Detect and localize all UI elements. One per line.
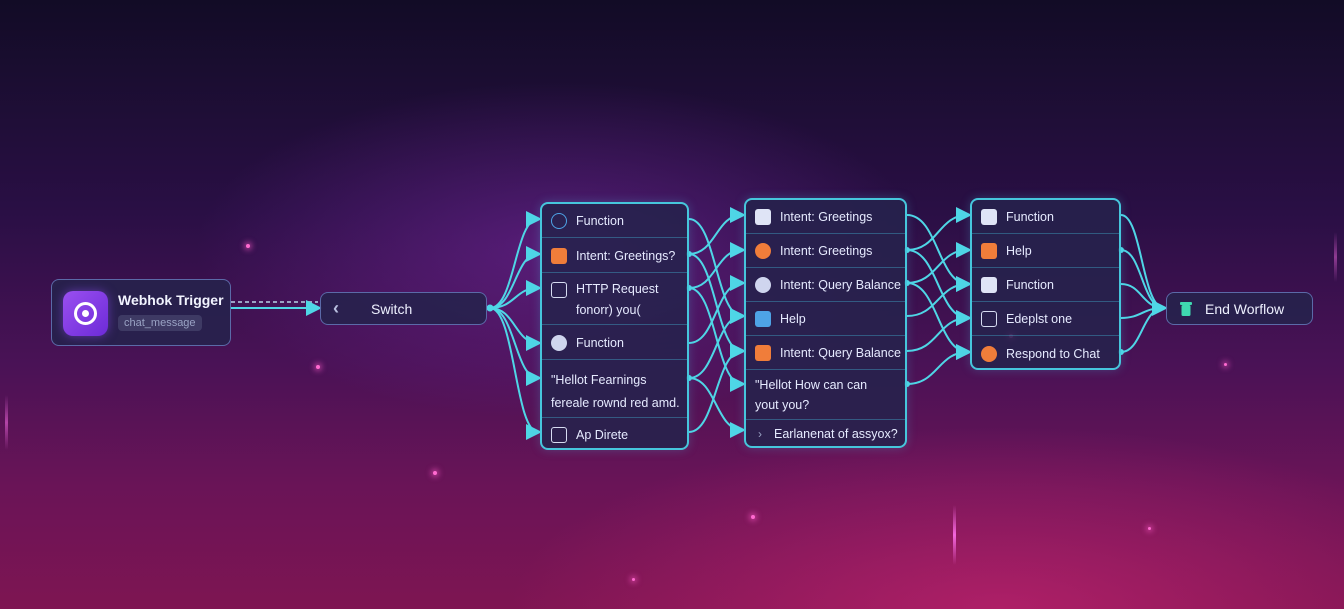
list-item-label: "Hellot Fearnings xyxy=(551,373,647,387)
mail-icon xyxy=(551,248,567,264)
edit-icon xyxy=(755,311,771,327)
list-item-label: Function xyxy=(576,336,624,350)
save-icon xyxy=(755,209,771,225)
list-item-sublabel: fonorr) you( xyxy=(576,303,641,317)
trash-icon xyxy=(1180,302,1192,316)
switch-label: Switch xyxy=(371,301,413,317)
list-item[interactable]: Ap Direte xyxy=(542,418,687,452)
sparkle xyxy=(1224,363,1227,366)
list-item-label: HTTP Request xyxy=(576,282,659,296)
gear-icon xyxy=(755,277,771,293)
list-item-sublabel: fereale rownd red amd. xyxy=(551,396,680,410)
sparkle xyxy=(433,471,437,475)
branch-column-2: Intent: Greetings Intent: Greetings Inte… xyxy=(744,198,907,448)
refresh-icon xyxy=(551,213,567,229)
globe-icon xyxy=(551,282,567,298)
list-item[interactable]: Intent: Query Balance xyxy=(746,268,905,302)
counter-icon xyxy=(551,427,567,443)
list-item-label: "Hellot How can can xyxy=(755,378,868,392)
list-item[interactable]: Function xyxy=(542,204,687,238)
list-item[interactable]: › Earlanenat of assyox? xyxy=(746,420,905,450)
list-item-label: Intent: Greetings xyxy=(780,210,873,224)
list-item-label: Intent: Greetings xyxy=(780,244,873,258)
help-icon xyxy=(981,243,997,259)
list-item-label: Function xyxy=(576,214,624,228)
list-item-label: Help xyxy=(1006,244,1032,258)
light-streak xyxy=(953,505,956,565)
switch-node[interactable]: ‹ Switch xyxy=(320,292,487,325)
end-workflow-node[interactable]: End Worflow xyxy=(1166,292,1313,325)
list-item[interactable]: "Hellot Fearnings fereale rownd red amd. xyxy=(542,360,687,418)
list-item[interactable]: Help xyxy=(746,302,905,336)
gear-icon xyxy=(551,335,567,351)
list-item-label: Intent: Query Balance xyxy=(780,346,901,360)
chevron-right-icon: › xyxy=(758,427,762,441)
trigger-event-tag: chat_message xyxy=(118,315,202,331)
sparkle xyxy=(632,578,635,581)
list-item-label: Intent: Greetings? xyxy=(576,249,676,263)
list-item[interactable]: Intent: Greetings xyxy=(746,234,905,268)
list-item-label: Function xyxy=(1006,278,1054,292)
branch-column-1: Function Intent: Greetings? HTTP Request… xyxy=(540,202,689,450)
list-item[interactable]: Respond to Chat xyxy=(972,336,1119,372)
list-item[interactable]: Intent: Greetings xyxy=(746,200,905,234)
list-item-sublabel: yout you? xyxy=(755,398,810,412)
webhook-trigger-node[interactable]: Webhok Trigger chat_message xyxy=(51,279,231,346)
chevron-left-icon: ‹ xyxy=(333,298,339,318)
list-item-label: Ap Direte xyxy=(576,428,629,442)
end-label: End Worflow xyxy=(1205,301,1285,317)
branch-column-3: Function Help Function Edeplst one Respo… xyxy=(970,198,1121,370)
list-item-label: Edeplst one xyxy=(1006,312,1073,326)
list-item[interactable]: "Hellot How can can yout you? xyxy=(746,370,905,420)
list-item[interactable]: Function xyxy=(972,200,1119,234)
sparkle xyxy=(316,365,320,369)
monitor-icon xyxy=(981,277,997,293)
trigger-title: Webhok Trigger xyxy=(118,292,224,308)
list-item[interactable]: Edeplst one xyxy=(972,302,1119,336)
light-streak xyxy=(5,395,8,450)
settings-icon xyxy=(755,345,771,361)
list-item-label: Respond to Chat xyxy=(1006,347,1100,361)
sparkle xyxy=(751,515,755,519)
list-item-label: Intent: Query Balance xyxy=(780,278,901,292)
info-icon xyxy=(981,209,997,225)
sparkle xyxy=(1148,527,1151,530)
light-streak xyxy=(1334,232,1337,282)
gear-icon xyxy=(981,346,997,362)
list-item[interactable]: Intent: Query Balance xyxy=(746,336,905,370)
list-item-label: Help xyxy=(780,312,806,326)
sparkle xyxy=(246,244,250,248)
document-icon xyxy=(981,311,997,327)
list-item-label: Function xyxy=(1006,210,1054,224)
list-item[interactable]: HTTP Request fonorr) you( xyxy=(542,273,687,325)
list-item[interactable]: Help xyxy=(972,234,1119,268)
gear-icon xyxy=(755,243,771,259)
list-item[interactable]: Function xyxy=(972,268,1119,302)
chat-bubble-icon xyxy=(63,291,108,336)
list-item-label: Earlanenat of assyox? xyxy=(774,427,898,441)
list-item[interactable]: Intent: Greetings? xyxy=(542,238,687,273)
list-item[interactable]: Function xyxy=(542,325,687,360)
